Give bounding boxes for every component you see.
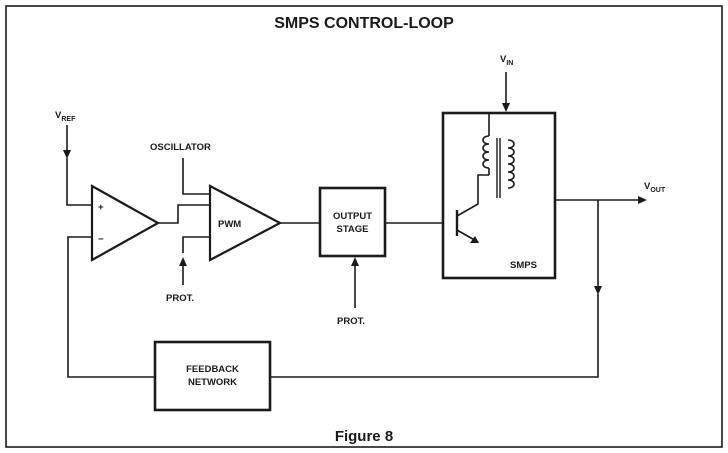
vref-wire xyxy=(66,158,92,206)
vout-label: VOUT xyxy=(644,181,666,194)
error-amp-minus: − xyxy=(98,234,104,245)
vin-label: VIN xyxy=(500,54,513,67)
vref-label: VREF xyxy=(55,110,76,123)
feedback-return-wire xyxy=(67,236,155,378)
smps-box xyxy=(441,111,557,280)
pwm-comparator xyxy=(208,184,283,262)
output-stage-box xyxy=(318,186,387,258)
output-stage-label-1: OUTPUT xyxy=(333,211,372,222)
transformer-secondary xyxy=(507,139,515,189)
pwm-prot-label: PROT. xyxy=(166,293,194,304)
output-prot-arrowhead xyxy=(351,257,359,266)
outer-frame xyxy=(5,5,723,448)
output-stage-label-2: STAGE xyxy=(336,224,368,235)
pwm-prot-arrowhead xyxy=(179,257,187,266)
diagram-title: SMPS CONTROL-LOOP xyxy=(274,15,454,32)
pwm-label: PWM xyxy=(218,219,241,230)
feedback-network-label-2: NETWORK xyxy=(188,377,237,388)
feedback-network-label-1: FEEDBACK xyxy=(186,364,239,375)
output-prot-label: PROT. xyxy=(337,316,365,327)
feedback-network-box xyxy=(153,340,272,412)
figure-caption: Figure 8 xyxy=(335,428,393,445)
error-amplifier xyxy=(90,184,161,262)
feedback-tap-return xyxy=(270,294,599,378)
transformer-primary xyxy=(482,112,490,175)
transistor-collector xyxy=(456,174,489,217)
error-amp-plus: + xyxy=(98,202,104,213)
smps-label: SMPS xyxy=(510,260,537,271)
vref-arrowhead xyxy=(63,150,71,159)
oscillator-wire xyxy=(182,158,210,195)
feedback-tap-arrowhead xyxy=(594,286,602,295)
oscillator-label: OSCILLATOR xyxy=(150,142,211,153)
vin-arrowhead xyxy=(502,103,510,112)
vout-arrowhead xyxy=(638,196,647,204)
pwm-prot-wire-top xyxy=(182,236,210,253)
transistor-emitter-arrow xyxy=(470,236,479,243)
amp-to-pwm-wire xyxy=(158,204,210,224)
